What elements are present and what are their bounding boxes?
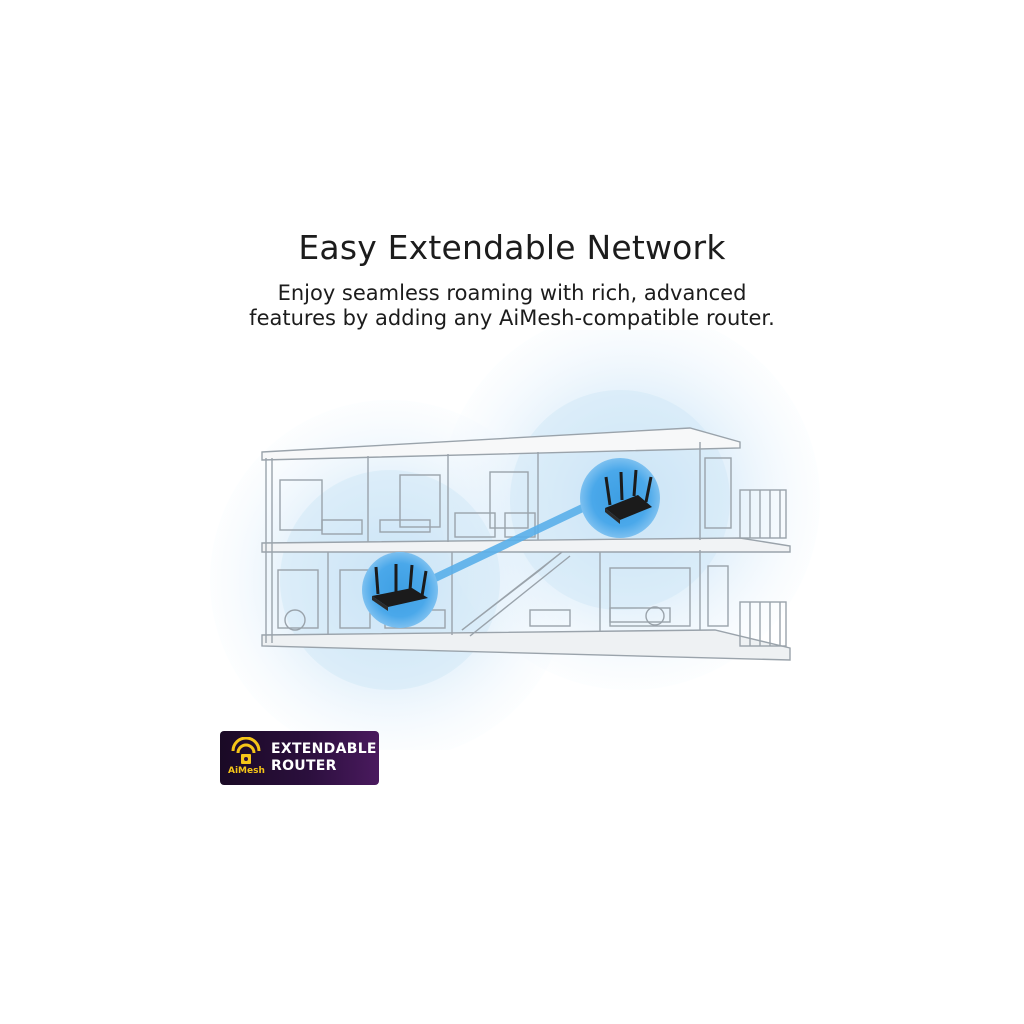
page-title: Easy Extendable Network [298, 228, 726, 267]
house-outline [261, 427, 791, 661]
router-icon [604, 469, 653, 524]
page-subtitle: Enjoy seamless roaming with rich, advanc… [0, 281, 1024, 331]
house-mesh-illustration [210, 330, 820, 750]
subtitle-line-2: features by adding any AiMesh-compatible… [249, 306, 775, 330]
aimesh-extendable-router-badge: AiMesh EXTENDABLE ROUTER [220, 731, 379, 785]
router-glow-right [580, 458, 660, 538]
aimesh-logo-text: AiMesh [228, 766, 265, 776]
router-icon [372, 564, 428, 611]
badge-line-1: EXTENDABLE [271, 741, 377, 757]
badge-label: EXTENDABLE ROUTER [271, 741, 377, 775]
mesh-link [431, 491, 614, 582]
badge-line-2: ROUTER [271, 758, 337, 774]
aimesh-wifi-icon [231, 737, 261, 764]
subtitle-line-1: Enjoy seamless roaming with rich, advanc… [277, 281, 747, 305]
router-glow-left [362, 552, 438, 628]
